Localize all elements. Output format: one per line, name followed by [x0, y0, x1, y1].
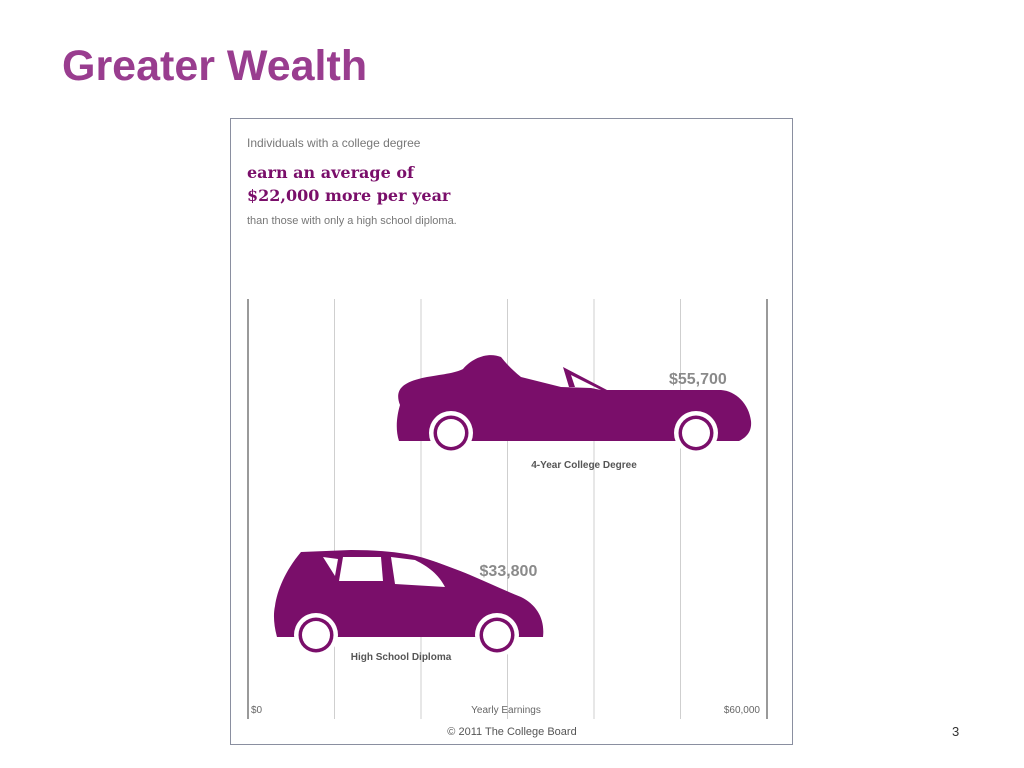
chart-grid [247, 299, 768, 719]
value-label: $55,700 [669, 371, 727, 388]
value-labels: $55,700 $33,800 [480, 371, 727, 580]
intro-text: Individuals with a college degree [247, 136, 421, 150]
convertible-car-icon [396, 355, 752, 455]
headline: earn an average of $22,000 more per year [247, 161, 450, 207]
page-number: 3 [952, 724, 960, 739]
headline-line-1: earn an average of [247, 163, 414, 182]
infographic-frame: Individuals with a college degree earn a… [230, 118, 793, 745]
intro-text-2: than those with only a high school diplo… [247, 215, 457, 227]
category-label: High School Diploma [351, 652, 452, 663]
x-axis-label: Yearly Earnings [471, 705, 541, 716]
earnings-chart: $55,700 $33,800 4-Year College DegreeHigh… [247, 299, 768, 719]
footer-credit: © 2011 The College Board [447, 726, 577, 738]
slide-title: Greater Wealth [62, 42, 368, 90]
hatchback-car-icon [273, 550, 544, 657]
x-tick-label-min: $0 [251, 705, 263, 716]
value-label: $33,800 [480, 563, 538, 580]
headline-line-2: $22,000 more per year [247, 186, 451, 205]
x-tick-label-max: $60,000 [724, 705, 761, 716]
category-label: 4-Year College Degree [531, 460, 637, 471]
